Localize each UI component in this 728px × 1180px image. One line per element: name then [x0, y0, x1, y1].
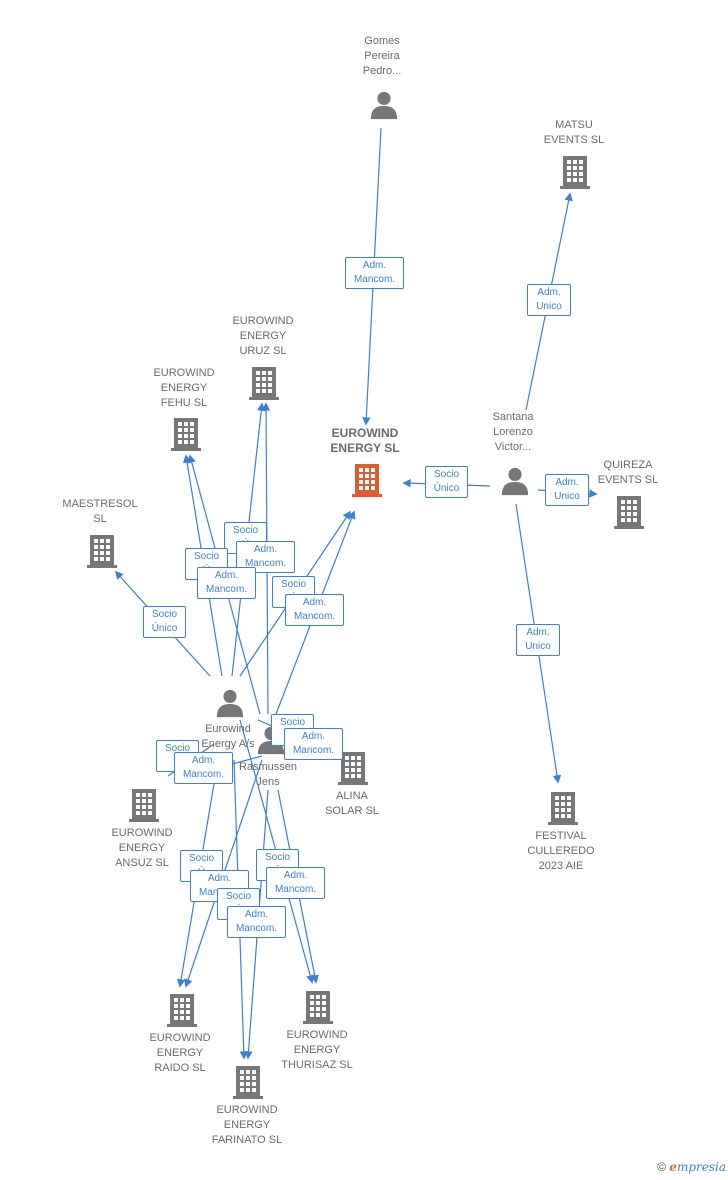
- edge-label-as-ansuz-adm: Adm. Mancom.: [174, 752, 233, 784]
- main-company-icon: [352, 464, 382, 497]
- node-thurisaz-label[interactable]: EUROWIND ENERGY THURISAZ SL: [281, 1029, 353, 1071]
- edge-label-santana-quireza: Adm. Unico: [545, 474, 589, 506]
- building-icon: [548, 792, 578, 825]
- building-icon: [614, 496, 644, 529]
- node-main-label[interactable]: EUROWIND ENERGY SL: [330, 426, 400, 455]
- edge-label-as-maestresol: Socio Único: [143, 606, 186, 638]
- node-quireza-label[interactable]: QUIREZA EVENTS SL: [597, 459, 659, 486]
- edge-label-santana-festival: Adm. Unico: [516, 624, 560, 656]
- node-eurowind-as-label[interactable]: Eurowind Energy A/s: [201, 723, 255, 750]
- person-icon: [501, 467, 529, 496]
- building-icon: [560, 156, 590, 189]
- building-icon: [167, 994, 197, 1027]
- node-gomes-label[interactable]: Gomes Pereira Pedro...: [362, 35, 402, 77]
- node-fehu-label[interactable]: EUROWIND ENERGY FEHU SL: [153, 367, 215, 409]
- edge-label-as-farinato-adm: Adm. Mancom.: [227, 906, 286, 938]
- person-icon: [216, 689, 244, 718]
- building-icon: [87, 535, 117, 568]
- building-icon: [129, 789, 159, 822]
- node-ansuz-label[interactable]: EUROWIND ENERGY ANSUZ SL: [111, 827, 173, 869]
- node-rasmussen-label[interactable]: Rasmussen Jens: [238, 761, 298, 788]
- node-uruz-label[interactable]: EUROWIND ENERGY URUZ SL: [232, 315, 294, 357]
- empresia-logo[interactable]: empresia: [669, 1160, 726, 1174]
- node-matsu-label[interactable]: MATSU EVENTS SL: [543, 119, 605, 146]
- edge-label-santana-main: Socio Único: [425, 466, 468, 498]
- node-farinato-label[interactable]: EUROWIND ENERGY FARINATO SL: [211, 1104, 283, 1146]
- footer-brand: © empresia: [657, 1160, 726, 1174]
- person-icon: [370, 91, 398, 120]
- edge-label-santana-matsu: Adm. Unico: [527, 284, 571, 316]
- node-festival-label[interactable]: FESTIVAL CULLEREDO 2023 AIE: [527, 830, 595, 872]
- node-santana-label[interactable]: Santana Lorenzo Victor...: [492, 411, 534, 453]
- edge-label-as-fehu-adm: Adm. Mancom.: [197, 567, 256, 599]
- edge-label-as-alina-adm: Adm. Mancom.: [284, 728, 343, 760]
- node-raido-label[interactable]: EUROWIND ENERGY RAIDO SL: [149, 1032, 211, 1074]
- edge-label-as-thurisaz-adm: Adm. Mancom.: [266, 867, 325, 899]
- edge-label-gomes-main: Adm. Mancom.: [345, 257, 404, 289]
- copyright-symbol: ©: [657, 1160, 666, 1174]
- edge-label-as-main-adm: Adm. Mancom.: [285, 594, 344, 626]
- building-icon: [171, 418, 201, 451]
- node-alina-label[interactable]: ALINA SOLAR SL: [325, 790, 379, 817]
- building-icon: [249, 367, 279, 400]
- building-icon: [303, 991, 333, 1024]
- building-icon: [233, 1066, 263, 1099]
- node-maestresol-label[interactable]: MAESTRESOL SL: [62, 498, 138, 525]
